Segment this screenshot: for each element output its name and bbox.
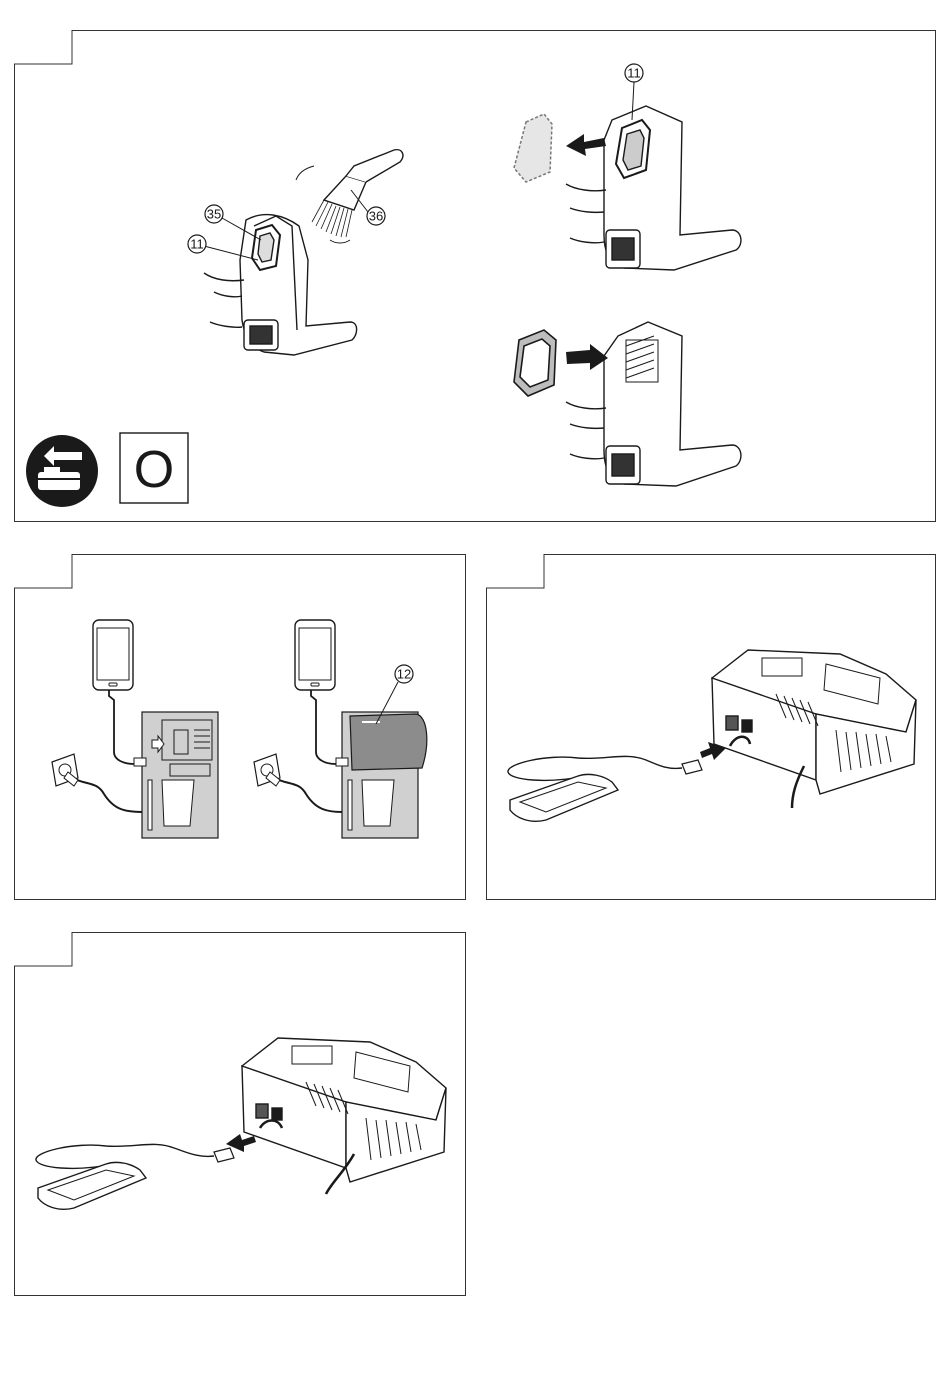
maintenance-icon: [26, 435, 98, 507]
svg-text:O: O: [134, 441, 174, 499]
filter-inserting: [514, 330, 556, 396]
charger-left: [134, 712, 218, 838]
svg-text:36: 36: [369, 209, 383, 224]
battery-pack: [350, 714, 427, 770]
usb-connect-frame: [486, 554, 936, 900]
letter-box: O: [120, 433, 188, 503]
panel-filter-cleaning: 36 35 11: [14, 30, 936, 522]
svg-text:11: 11: [190, 237, 204, 252]
panel-usb-connect: [486, 554, 936, 900]
panel-usb-layout: 12: [14, 554, 466, 900]
svg-text:35: 35: [207, 207, 221, 222]
panel-usb-disconnect: [14, 932, 466, 1296]
usb-disconnect-frame: [14, 932, 466, 1296]
usb-layout-frame: 12: [14, 554, 466, 900]
filter-panel-frame: 36 35 11: [14, 30, 936, 522]
svg-text:11: 11: [627, 66, 641, 81]
svg-text:12: 12: [397, 667, 411, 682]
